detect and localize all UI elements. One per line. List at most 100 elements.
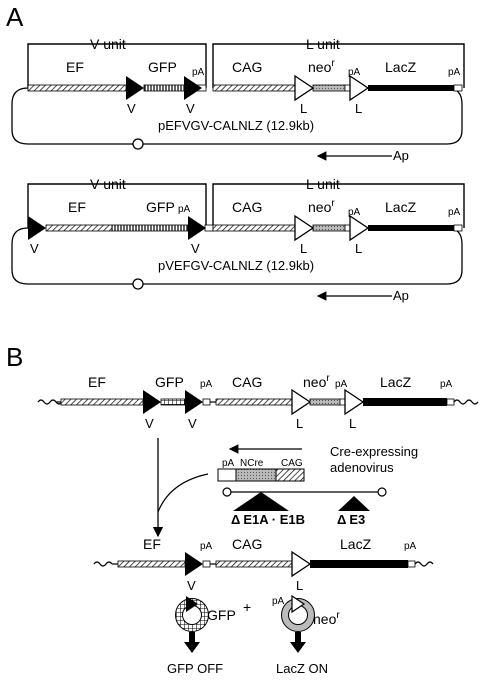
l-site-label: L: [355, 241, 362, 256]
gfp-off-label: GFP OFF: [167, 661, 223, 676]
neo-label: neor: [308, 198, 335, 215]
e1-deletion-triangle: [233, 492, 289, 511]
plasmid-name: pEFVGV-CALNLZ (12.9kb): [158, 118, 314, 133]
neo-block: [309, 398, 341, 406]
pa-block: [204, 224, 214, 232]
l-unit-label-1: L unit: [306, 36, 340, 52]
cag-promoter-block: [215, 560, 293, 568]
v-site-label: V: [145, 416, 154, 431]
pa-block: [339, 398, 346, 406]
pa-block: [453, 84, 463, 92]
l-site-triangle: [291, 594, 306, 614]
pa-block: [344, 224, 351, 232]
lacz-on-label: LacZ ON: [276, 661, 328, 676]
wavy-end: [93, 561, 113, 567]
ef-label: EF: [66, 59, 84, 75]
ef-label: EF: [68, 199, 86, 215]
l-site-triangle: [294, 74, 315, 102]
v-site-label: V: [187, 578, 196, 593]
neo-label: neor: [303, 373, 330, 390]
adeno-pa-block: [217, 468, 237, 482]
lacz-block: [368, 85, 454, 91]
ap-label: Ap: [393, 148, 409, 163]
neo-label: neor: [308, 58, 335, 75]
v-site-triangle: [126, 76, 144, 100]
cag-promoter-block: [215, 398, 293, 406]
cag-label: CAG: [232, 536, 262, 552]
l-site-label: L: [349, 416, 356, 431]
construct-line: EF GFP pA CAG neor pA LacZ pA V V L L: [37, 373, 479, 431]
pa-label: pA: [448, 207, 461, 218]
neo-block: [312, 84, 346, 92]
genome-end: [377, 487, 387, 497]
gfp-block: [111, 224, 189, 232]
gfp-label: GFP: [155, 374, 184, 390]
l-site-triangle: [344, 388, 365, 416]
lacz-label: LacZ: [380, 374, 412, 390]
pa-label: pA: [200, 541, 213, 552]
panel-a-label: A: [6, 2, 24, 32]
panel-b-label: B: [6, 342, 23, 372]
adenovirus-label-1: Cre-expressing: [330, 444, 418, 459]
l-site-label: L: [355, 101, 362, 116]
v-site-triangle: [185, 552, 203, 576]
lacz-block: [310, 560, 408, 568]
v-site-triangle: [186, 596, 198, 612]
plasmid-name: pVEFGV-CALNLZ (12.9kb): [158, 258, 314, 273]
ap-label: Ap: [393, 288, 409, 303]
ef-promoter-block: [27, 84, 127, 92]
l-site-triangle: [294, 214, 315, 242]
pa-block: [202, 398, 211, 406]
v-site-triangle: [188, 216, 206, 240]
pa-label: pA: [335, 379, 348, 390]
v-site-triangle: [185, 390, 203, 414]
cag-promoter-block: [212, 224, 296, 232]
pa-block: [407, 560, 416, 568]
v-site-label: V: [186, 101, 195, 116]
v-site-label: V: [30, 241, 39, 256]
origin-circle-2: [132, 278, 144, 290]
cag-label: CAG: [232, 199, 262, 215]
gfp-off-arrow: [184, 632, 200, 653]
wavy-end: [453, 399, 479, 405]
ncre-label: NCre: [240, 458, 264, 469]
neo-block: [312, 224, 346, 232]
cag-label: CAG: [281, 458, 303, 469]
e3-deletion-triangle: [338, 496, 370, 511]
pa-label: pA: [272, 596, 285, 607]
pa-label: pA: [440, 379, 453, 390]
l-site-label: L: [300, 101, 307, 116]
cag-promoter-block: [212, 84, 296, 92]
l-unit-label-2: L unit: [306, 176, 340, 192]
lacz-label: LacZ: [340, 536, 372, 552]
lacz-block: [363, 398, 447, 406]
l-site-triangle: [349, 214, 370, 242]
pa-label: pA: [348, 67, 361, 78]
result-line: EF pA CAG LacZ pA V L: [93, 536, 434, 593]
genome-end: [222, 487, 232, 497]
v-unit-label-2: V unit: [90, 176, 126, 192]
pa-block: [446, 398, 455, 406]
lacz-label: LacZ: [385, 199, 417, 215]
v-site-label: V: [188, 416, 197, 431]
plus-sign: +: [243, 599, 251, 615]
gfp-block: [143, 84, 185, 92]
pa-label: pA: [222, 458, 235, 469]
adenovirus-label-2: adenovirus: [330, 460, 394, 475]
neo-label: neor: [313, 610, 340, 627]
l-site-triangle: [291, 550, 312, 578]
gfp-label: GFP: [148, 59, 177, 75]
pa-label: pA: [200, 379, 213, 390]
cag-label: CAG: [232, 59, 262, 75]
ef-promoter-block: [117, 560, 186, 568]
v-site-triangle: [143, 390, 161, 414]
v-site-label: V: [191, 241, 200, 256]
plasmid-1: V unit L unit EF GFP pA CAG neor pA LacZ…: [11, 36, 465, 163]
v-site-triangle: [184, 76, 202, 100]
pa-block: [202, 560, 211, 568]
origin-circle-1: [132, 138, 144, 150]
pa-block: [453, 224, 463, 232]
ef-label: EF: [143, 536, 161, 552]
adeno-cag-block: [275, 468, 305, 482]
